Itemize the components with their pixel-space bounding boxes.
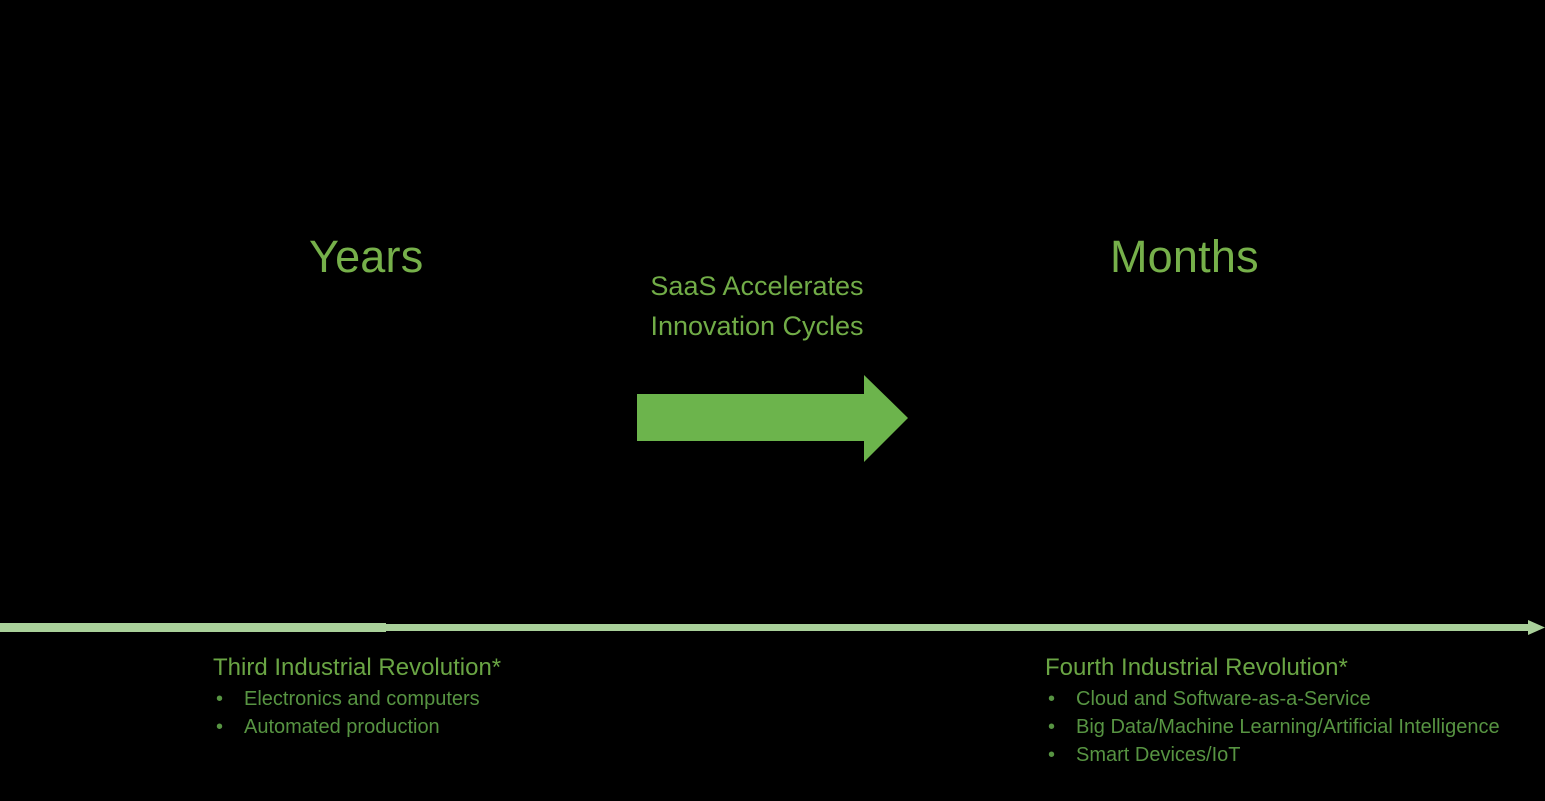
bullet-icon: • [1048, 716, 1056, 738]
list-item-label: Cloud and Software-as-a-Service [1076, 688, 1371, 710]
list-item-label: Big Data/Machine Learning/Artificial Int… [1076, 716, 1500, 738]
list-item: • Big Data/Machine Learning/Artificial I… [1045, 713, 1500, 741]
list-item-label: Electronics and computers [244, 688, 480, 710]
timeline-axis-icon [0, 620, 1545, 635]
bullet-icon: • [1048, 688, 1056, 710]
list-item-label: Automated production [244, 716, 440, 738]
acceleration-arrow-icon [637, 375, 908, 462]
era-block-third-industrial-revolution: Third Industrial Revolution* • Electroni… [213, 653, 501, 741]
bullet-icon: • [1048, 744, 1056, 766]
list-item-label: Smart Devices/IoT [1076, 744, 1241, 766]
era-list-third: • Electronics and computers • Automated … [213, 685, 501, 741]
list-item: • Electronics and computers [213, 685, 501, 713]
list-item: • Automated production [213, 713, 501, 741]
bullet-icon: • [216, 688, 224, 710]
era-list-fourth: • Cloud and Software-as-a-Service • Big … [1045, 685, 1500, 769]
era-heading-fourth: Fourth Industrial Revolution* [1045, 654, 1348, 681]
acceleration-callout: SaaS Accelerates Innovation Cycles [567, 266, 947, 346]
acceleration-callout-line-2: Innovation Cycles [650, 311, 864, 341]
bullet-icon: • [216, 716, 224, 738]
acceleration-callout-line-1: SaaS Accelerates [650, 271, 864, 301]
era-heading-third: Third Industrial Revolution* [213, 654, 502, 681]
list-item: • Cloud and Software-as-a-Service [1045, 685, 1500, 713]
pace-label-months: Months [1110, 231, 1259, 282]
era-block-fourth-industrial-revolution: Fourth Industrial Revolution* • Cloud an… [1045, 653, 1500, 769]
pace-label-years: Years [309, 231, 424, 282]
list-item: • Smart Devices/IoT [1045, 741, 1500, 769]
